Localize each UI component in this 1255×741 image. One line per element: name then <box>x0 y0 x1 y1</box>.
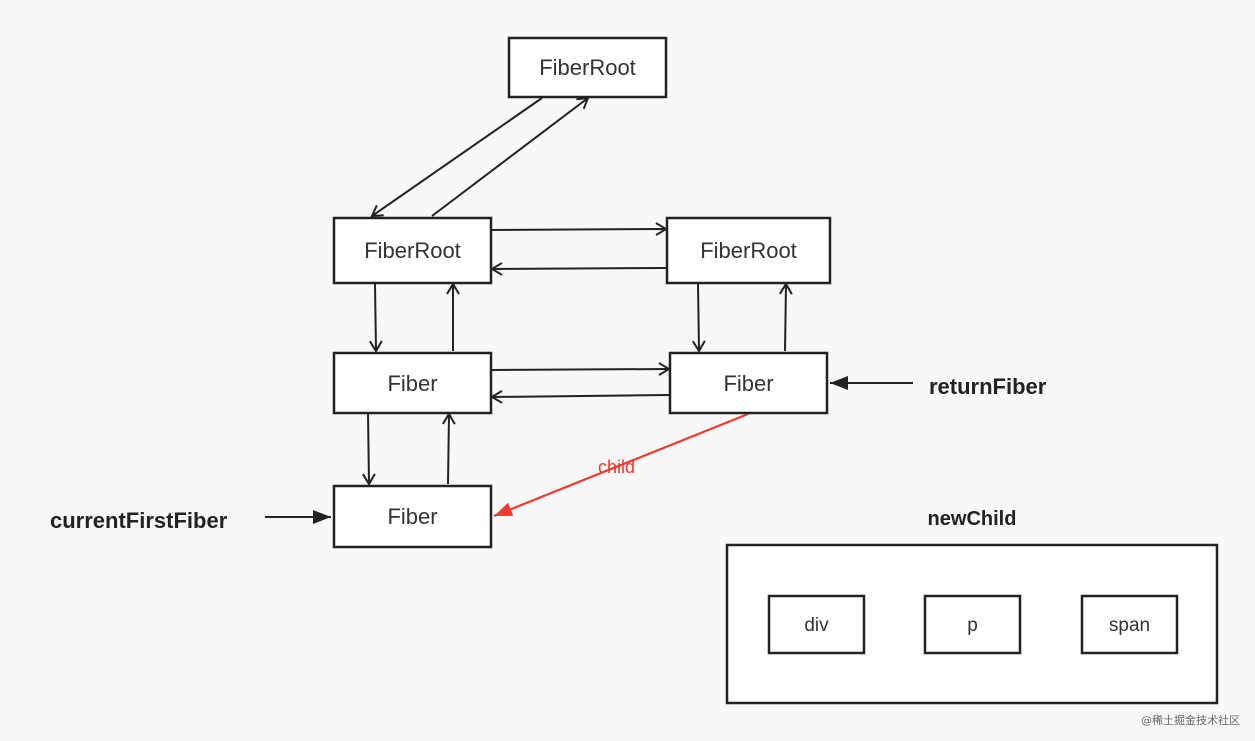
node-fiberroot-left-label: FiberRoot <box>364 238 461 263</box>
edge-right-fiber-to-left-fiber <box>490 390 670 404</box>
new-child-item-label: span <box>1109 615 1150 636</box>
new-child-item: div <box>767 594 866 655</box>
node-fiber-bottom: Fiber <box>332 484 493 549</box>
node-fiberroot-right-label: FiberRoot <box>700 238 797 263</box>
node-fiber-mid-left: Fiber <box>332 351 493 415</box>
return-fiber-label: returnFiber <box>929 374 1047 399</box>
node-fiber-mid-right-label: Fiber <box>723 371 773 396</box>
current-first-fiber-label: currentFirstFiber <box>50 508 228 533</box>
node-fiber-mid-left-label: Fiber <box>387 371 437 396</box>
node-fiber-bottom-label: Fiber <box>387 504 437 529</box>
edge-bottom-fiber-to-left-fiber <box>442 412 456 485</box>
child-edge-label: child <box>598 457 635 477</box>
node-fiberroot-top-label: FiberRoot <box>539 55 636 80</box>
new-child-item-label: p <box>967 615 978 636</box>
edge-top-to-left-root <box>370 97 543 218</box>
child-edge <box>493 412 749 518</box>
edge-left-fiber-to-right-fiber <box>491 362 671 376</box>
edge-left-fiber-to-bottom-fiber <box>362 412 376 486</box>
new-child-item: span <box>1080 594 1179 655</box>
watermark: @稀土掘金技术社区 <box>1141 713 1240 727</box>
new-child-title: newChild <box>928 508 1017 530</box>
edge-left-root-to-top <box>431 96 590 217</box>
node-fiberroot-top: FiberRoot <box>507 36 668 99</box>
edge-left-root-to-left-fiber <box>369 283 383 353</box>
node-fiber-mid-right: Fiber <box>668 351 829 415</box>
new-child-item-label: div <box>804 615 829 636</box>
edge-right-fiber-to-right-root <box>779 282 793 352</box>
edge-right-root-to-right-fiber <box>692 283 706 353</box>
edge-left-root-to-right-root <box>491 222 668 236</box>
edges <box>265 96 913 524</box>
edge-right-root-to-left-root <box>490 262 667 276</box>
node-fiberroot-left: FiberRoot <box>332 216 493 285</box>
new-child-container: div p span <box>725 543 1219 705</box>
node-fiberroot-right: FiberRoot <box>665 216 832 285</box>
new-child-item: p <box>923 594 1022 655</box>
